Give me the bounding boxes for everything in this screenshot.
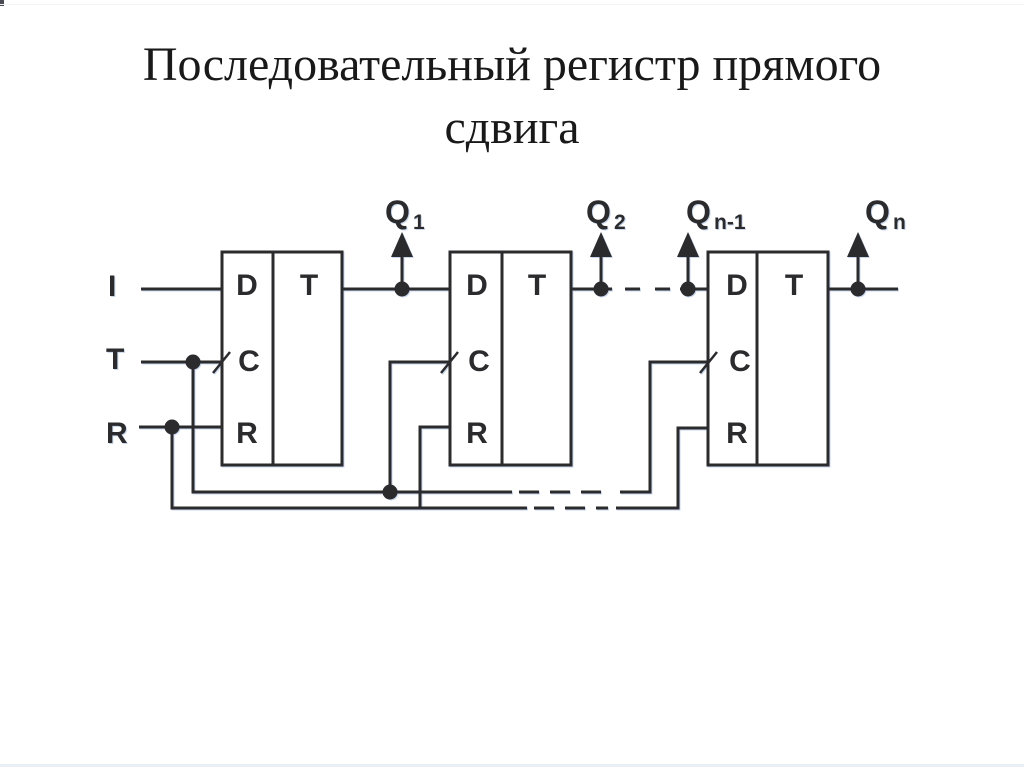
clock-input-label: T	[106, 343, 124, 376]
output-label-q1: Q 1	[385, 194, 425, 234]
q1-arrow	[391, 232, 413, 289]
wire-clock-bus-right	[620, 360, 708, 494]
flipflop-2-pin-r: R	[466, 417, 488, 450]
flipflop-n-type-label: T	[785, 269, 803, 302]
q1-base: Q	[385, 194, 410, 230]
q1-arrow-head-icon	[391, 232, 413, 257]
qn-arrow	[847, 232, 869, 289]
junction-dot-clock-bus	[382, 484, 398, 500]
slide-bottom-edge-line	[0, 764, 1024, 767]
flipflop-2-pin-c: C	[468, 345, 490, 378]
wire-clock-branch-ff2	[388, 360, 450, 492]
corner-artifact-mark	[0, 0, 4, 6]
qn-subscript: n	[893, 211, 906, 234]
clock-edge-slash-ff1	[212, 351, 231, 374]
qn-base: Q	[865, 194, 890, 230]
q1-subscript: 1	[413, 211, 425, 234]
flipflop-n-pin-r: R	[726, 417, 748, 450]
flipflop-1-pin-c: C	[238, 345, 260, 378]
wire-reset-bus-left	[170, 427, 527, 510]
flipflop-2-type-label: T	[528, 269, 546, 302]
q2-base: Q	[586, 194, 611, 230]
q2-subscript: 2	[614, 211, 626, 234]
data-input-label: I	[108, 270, 116, 303]
clock-edge-slash-ff2	[440, 351, 459, 374]
qn-1-arrow-head-icon	[677, 232, 699, 257]
qn-1-arrow	[677, 232, 699, 289]
wire-reset-branch-ff2	[418, 425, 450, 508]
flipflop-n-pin-c: C	[729, 345, 751, 378]
output-label-q2: Q 2	[586, 194, 626, 234]
reset-input-label: R	[106, 417, 128, 450]
flipflop-2-box	[448, 250, 573, 467]
q2-arrow-head-icon	[590, 232, 612, 257]
qn-arrow-head-icon	[847, 232, 869, 257]
flipflop-n-outline	[706, 250, 830, 467]
flipflop-2-pin-d: D	[466, 269, 488, 302]
flipflop-1-outline	[220, 250, 344, 467]
flipflop-n-box	[706, 250, 830, 467]
slide-title-line-1: Последовательный регистр прямого	[142, 38, 882, 91]
slide-title-line-2: сдвига	[444, 101, 580, 154]
flipflop-1-pin-d: D	[236, 269, 258, 302]
q2-arrow	[590, 232, 612, 289]
slide-top-edge-line	[0, 4, 1024, 5]
wire-reset-bus-right	[616, 426, 708, 510]
wire-clock-bus-left	[191, 362, 512, 494]
qn-1-base: Q	[686, 194, 711, 230]
output-label-qn: Q n	[865, 194, 906, 234]
flipflop-1-pin-r: R	[236, 417, 258, 450]
clock-edge-slash-ffn	[699, 351, 718, 374]
flipflop-n-pin-d: D	[726, 269, 748, 302]
junction-dot-reset	[164, 419, 180, 435]
slide-title: Последовательный регистр прямого сдвига	[0, 33, 1024, 159]
flipflop-1-box	[220, 250, 344, 467]
flipflop-1-type-label: T	[300, 269, 318, 302]
output-label-qn-1: Q n-1	[686, 194, 746, 234]
flipflop-2-outline	[448, 250, 573, 467]
junction-dot-clock	[185, 354, 201, 370]
qn-1-subscript: n-1	[714, 211, 746, 234]
